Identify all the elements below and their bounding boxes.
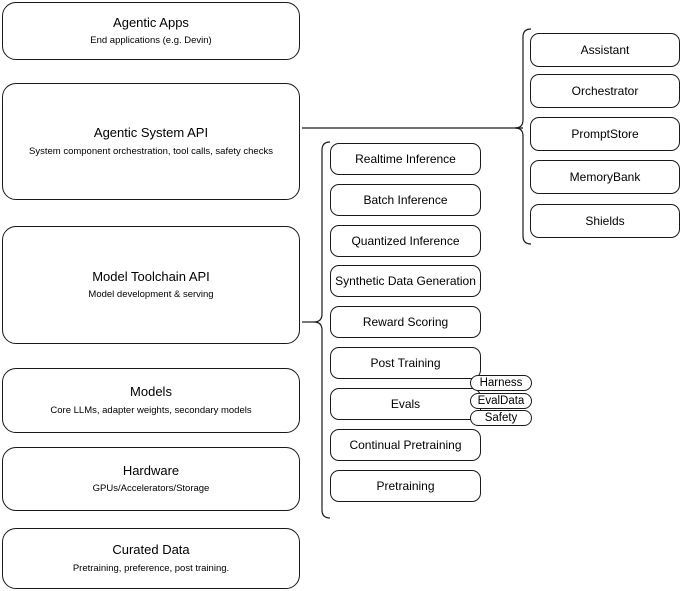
layer-card-models[interactable]: Models Core LLMs, adapter weights, secon… (2, 368, 300, 433)
chip-label: MemoryBank (569, 169, 641, 184)
layer-subtitle: Core LLMs, adapter weights, secondary mo… (50, 404, 252, 416)
layer-card-curated-data[interactable]: Curated Data Pretraining, preference, po… (2, 528, 300, 589)
layer-subtitle: GPUs/Accelerators/Storage (92, 483, 210, 495)
layer-title: Hardware (122, 462, 180, 478)
toolchain-capabilities-brace (313, 141, 331, 519)
layer-subtitle: Model development & serving (88, 289, 214, 301)
chip-label: Assistant (580, 42, 630, 57)
toolchain-chip-reward-scoring[interactable]: Reward Scoring (330, 306, 481, 338)
system-component-memorybank[interactable]: MemoryBank (530, 160, 680, 194)
chip-label: Reward Scoring (362, 314, 449, 329)
toolchain-chip-continual-pretraining[interactable]: Continual Pretraining (330, 429, 481, 461)
chip-label: Batch Inference (363, 192, 448, 207)
pill-label: EvalData (477, 395, 525, 407)
toolchain-chip-evals[interactable]: Evals (330, 388, 481, 420)
chip-label: Synthetic Data Generation (335, 273, 476, 288)
evals-pill-harness[interactable]: Harness (470, 375, 532, 391)
layer-subtitle: End applications (e.g. Devin) (90, 35, 212, 47)
layer-title: Curated Data (112, 542, 190, 558)
chip-label: Realtime Inference (355, 151, 456, 166)
layer-card-hardware[interactable]: Hardware GPUs/Accelerators/Storage (2, 447, 300, 511)
chip-label: PromptStore (571, 126, 639, 141)
system-component-shields[interactable]: Shields (530, 204, 680, 238)
pill-label: Safety (484, 412, 518, 424)
layer-title: Agentic Apps (113, 14, 189, 30)
system-component-promptstore[interactable]: PromptStore (530, 117, 680, 151)
layer-card-agentic-apps[interactable]: Agentic Apps End applications (e.g. Devi… (2, 2, 300, 60)
toolchain-chip-post-training[interactable]: Post Training (330, 347, 481, 379)
toolchain-chip-quantized-inference[interactable]: Quantized Inference (330, 225, 481, 257)
layer-title: Model Toolchain API (92, 268, 210, 284)
system-component-orchestrator[interactable]: Orchestrator (530, 74, 680, 108)
system-components-brace (514, 28, 532, 245)
layer-title: Models (130, 384, 172, 400)
layer-title: Agentic System API (93, 125, 209, 141)
toolchain-chip-synthetic-data-generation[interactable]: Synthetic Data Generation (330, 265, 481, 297)
chip-label: Evals (390, 396, 421, 411)
layer-subtitle: Pretraining, preference, post training. (72, 562, 230, 574)
layer-card-model-toolchain-api[interactable]: Model Toolchain API Model development & … (2, 226, 300, 344)
chip-label: Post Training (370, 355, 441, 370)
toolchain-chip-batch-inference[interactable]: Batch Inference (330, 184, 481, 216)
system-component-assistant[interactable]: Assistant (530, 33, 680, 67)
chip-label: Continual Pretraining (349, 437, 462, 452)
toolchain-chip-pretraining[interactable]: Pretraining (330, 470, 481, 502)
evals-pill-evaldata[interactable]: EvalData (470, 393, 532, 409)
evals-pill-safety[interactable]: Safety (470, 410, 532, 426)
chip-label: Shields (585, 213, 625, 228)
chip-label: Quantized Inference (351, 233, 460, 248)
chip-label: Orchestrator (571, 83, 639, 98)
toolchain-chip-realtime-inference[interactable]: Realtime Inference (330, 143, 481, 175)
chip-label: Pretraining (376, 478, 435, 493)
pill-label: Harness (479, 377, 523, 389)
layer-subtitle: System component orchestration, tool cal… (29, 145, 273, 157)
layer-card-agentic-system-api[interactable]: Agentic System API System component orch… (2, 83, 300, 200)
